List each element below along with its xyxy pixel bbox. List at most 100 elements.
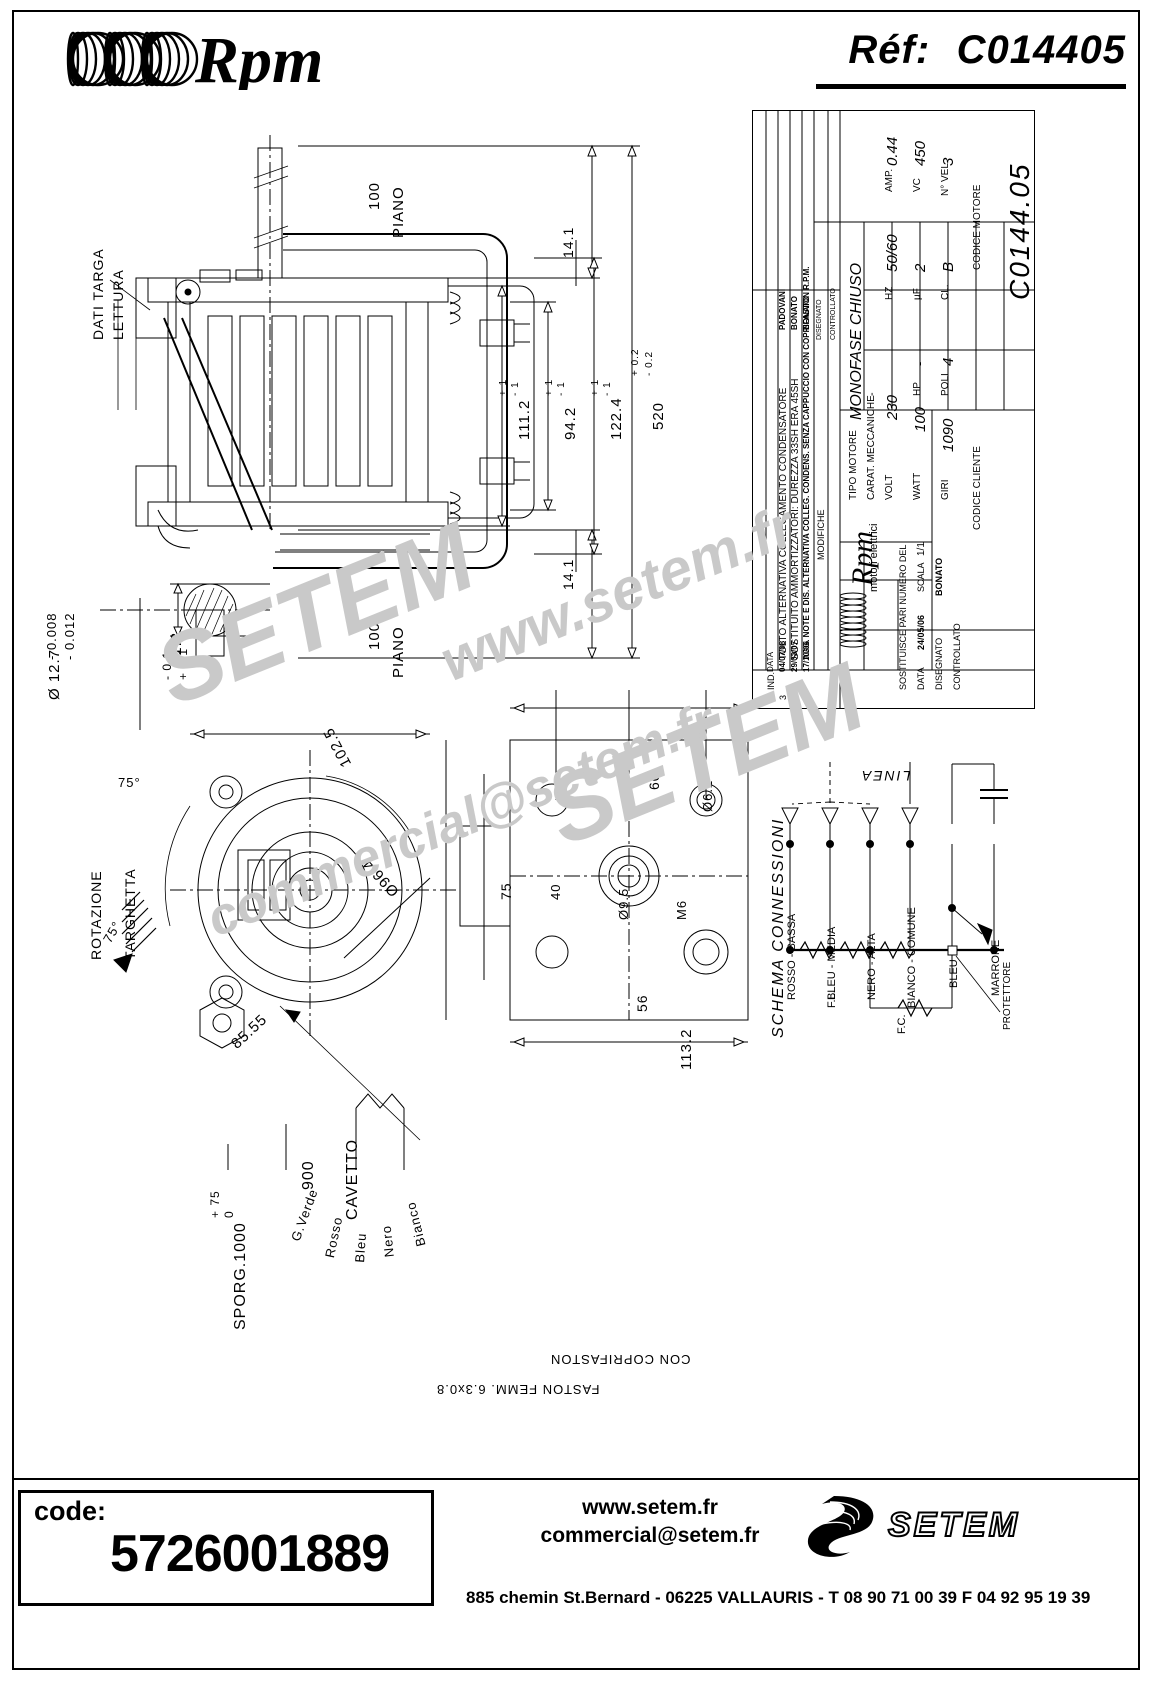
rpm-logo: Rpm bbox=[40, 28, 370, 90]
dim-60: 60 bbox=[646, 772, 662, 790]
sporg-tol-upper: + 75 bbox=[208, 1190, 222, 1218]
dim-122-4-tol-minus: - 1 bbox=[602, 381, 613, 396]
fc-label: F.C. bbox=[896, 1014, 908, 1034]
spec-cl-value: B bbox=[940, 261, 957, 272]
rpm-wordmark: Rpm bbox=[194, 28, 323, 90]
setem-logo: SETEM bbox=[800, 1490, 1060, 1560]
dim-14-1-bottom: 14.1 bbox=[560, 558, 576, 590]
spec-watt-label: WATT bbox=[912, 472, 923, 500]
spec-watt-value: 100 bbox=[912, 406, 929, 432]
spec-vc-value: 450 bbox=[912, 140, 929, 166]
dim-520-tol-minus: - 0.2 bbox=[644, 350, 655, 376]
spec-volt-label: VOLT bbox=[884, 474, 895, 500]
spec-giri-label: GIRI bbox=[940, 479, 951, 500]
targhetta-label: TARGHETTA bbox=[122, 868, 138, 960]
sostituisce-value: - bbox=[898, 572, 909, 576]
reference-block: Réf: C014405 bbox=[848, 28, 1126, 73]
dim-dia-9-5: Ø9.5 bbox=[616, 887, 631, 920]
dim-piano-top-label: PIANO bbox=[390, 186, 407, 238]
rev-3-disegnato: PADOVANI bbox=[778, 288, 787, 330]
key-dim: 11.8 bbox=[168, 631, 185, 664]
spec-amp-label: AMP. bbox=[884, 168, 895, 192]
rotazione-label: ROTAZIONE bbox=[88, 870, 104, 960]
dim-75: 75 bbox=[498, 882, 514, 900]
code-value: 5726001889 bbox=[110, 1525, 390, 1583]
dim-520-tol-plus: + 0.2 bbox=[630, 348, 641, 376]
disegnato-label: DISEGNATO bbox=[934, 637, 944, 690]
dim-122-4-tol-plus: + 1 bbox=[590, 378, 601, 396]
dim-113-2: 113.2 bbox=[678, 1028, 695, 1070]
setem-address: 885 chemin St.Bernard - 06225 VALLAURIS … bbox=[466, 1588, 1091, 1607]
dim-111-2-tol-plus: + 1 bbox=[498, 378, 509, 396]
carat-meccaniche-label: CARAT. MECCANICHE bbox=[866, 395, 877, 500]
sporg-tol-lower: 0 bbox=[222, 1210, 236, 1218]
rev-disegnato-header: DISEGNATO bbox=[816, 299, 823, 340]
faston-note-1: FASTON FEMM. 6.3x0.8 bbox=[436, 1382, 600, 1397]
spec-hz-label: HZ bbox=[884, 286, 895, 300]
spec-volt-value: 230 bbox=[884, 394, 901, 420]
sostituisce-label: SOSTITUISCE PARI NUMERO DEL bbox=[898, 544, 908, 690]
spec-cl-label: CL. bbox=[940, 284, 951, 300]
spec-hp-value: - bbox=[912, 361, 927, 366]
drawing-frame bbox=[12, 10, 1140, 1670]
spec-poli-value: 4 bbox=[940, 357, 957, 366]
dim-122-4: 122.4 bbox=[608, 397, 625, 440]
rev-ind-header: IND. bbox=[766, 672, 776, 690]
dim-111-2-tol-minus: - 1 bbox=[510, 381, 521, 396]
dim-40: 40 bbox=[548, 883, 563, 900]
controllato-label: CONTROLLATO bbox=[952, 623, 962, 690]
footer-divider bbox=[14, 1478, 1138, 1480]
spec-hp-label: HP bbox=[912, 382, 923, 396]
wire-label-bianco-comune: BIANCO - COMUNE bbox=[906, 907, 918, 1008]
scala-value: 1/1 bbox=[916, 542, 927, 556]
spec-poli-label: POLI bbox=[940, 373, 951, 396]
data-label: DATA bbox=[916, 667, 926, 690]
dim-56: 56 bbox=[634, 994, 650, 1012]
faston-note-2: CON COPRIFASTON bbox=[550, 1352, 691, 1367]
wire-label-nero-alta: NERO - ALTA bbox=[866, 933, 878, 1000]
spec-vc-label: VC bbox=[912, 178, 923, 192]
spec-amp-value: 0.44 bbox=[884, 136, 901, 166]
angle-75-a: 75° bbox=[118, 775, 141, 790]
wire-label-rosso-bassa: ROSSO - BASSA bbox=[786, 913, 798, 1000]
rev-1-ind: 1 bbox=[802, 694, 812, 700]
setem-website[interactable]: www.setem.fr bbox=[582, 1496, 718, 1519]
tipo-motore-label: TIPO MOTORE bbox=[848, 430, 859, 500]
disegnato-value: BONATO bbox=[934, 557, 944, 596]
dim-piano-bottom-label: PIANO bbox=[390, 626, 407, 678]
dim-94-2-tol-plus: + 1 bbox=[544, 378, 555, 396]
wire-label-bleu: BLEU bbox=[948, 959, 960, 988]
cable-900: 900 bbox=[300, 1160, 317, 1190]
spec-uf-label: µF bbox=[912, 288, 923, 300]
codice-cliente-label: CODICE CLIENTE bbox=[972, 446, 983, 530]
fl-label: F.L. bbox=[826, 990, 838, 1008]
spec-nvel-value: 3 bbox=[940, 157, 957, 166]
rev-3-ind: 3 bbox=[778, 694, 788, 700]
data-value: 24/05/06 bbox=[916, 614, 926, 650]
title-block-brand: Rpm motori elettrici bbox=[838, 500, 958, 648]
rev-controllato-header: CONTROLLATO bbox=[830, 288, 837, 340]
setem-swirl-logo-icon bbox=[807, 1496, 874, 1557]
carat-meccaniche-value: - bbox=[866, 392, 878, 396]
wire-label-bleu-media: BLEU - MEDIA bbox=[826, 926, 838, 1000]
code-label: code: bbox=[34, 1496, 107, 1526]
dim-dia-6-2: Ø6.2 bbox=[700, 779, 715, 812]
code-box bbox=[18, 1490, 434, 1606]
drawing-views bbox=[100, 135, 749, 1170]
rev-3-desc: TOLTO ALTERNATIVA COLLEGAMENTO CONDENSAT… bbox=[778, 387, 789, 660]
setem-email[interactable]: commercial@setem.fr bbox=[540, 1524, 760, 1547]
dim-100-bottom: 100 bbox=[366, 621, 383, 650]
linea-label: LINEA bbox=[860, 768, 911, 784]
title-block-grid bbox=[752, 110, 1035, 709]
spec-hz-value: 50/60 bbox=[884, 234, 901, 272]
ref-value: C014405 bbox=[956, 28, 1126, 72]
scala-label: SCALA bbox=[916, 562, 926, 592]
ref-underline bbox=[816, 84, 1126, 89]
rev-2-ind: 2 bbox=[790, 694, 800, 700]
rev-data-header: DATA bbox=[766, 651, 775, 672]
tipo-motore-value: MONOFASE CHIUSO bbox=[848, 262, 865, 420]
shaft-tol-lower: - 0.012 bbox=[62, 612, 77, 660]
rpm-coil-small-icon bbox=[839, 592, 867, 648]
rev-2-disegnato: BONATO bbox=[790, 296, 799, 330]
